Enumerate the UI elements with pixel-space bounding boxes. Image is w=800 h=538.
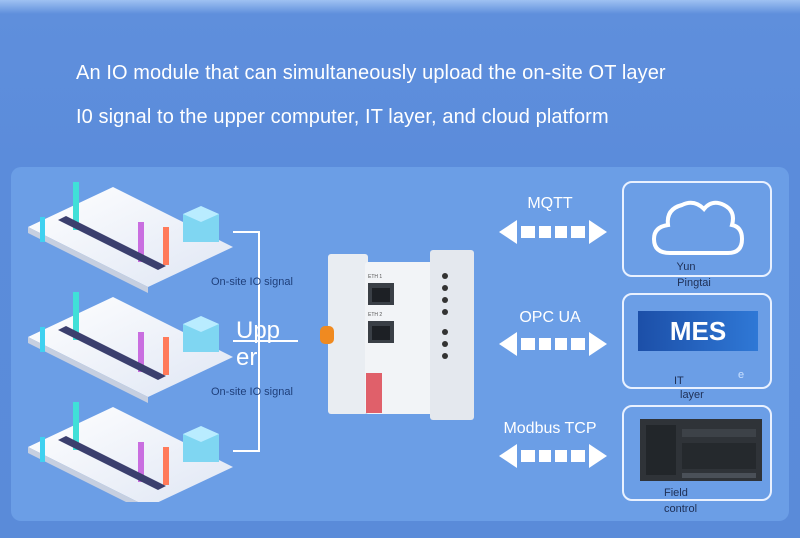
cloud-label-1: Yun xyxy=(676,261,696,273)
factory-scene-2 xyxy=(28,292,233,403)
cloud-icon xyxy=(651,200,745,255)
mes-badge: MES xyxy=(638,311,758,351)
it-label-1: IT xyxy=(674,375,684,387)
double-arrow-icon xyxy=(499,444,607,468)
protocol-mqtt: MQTT xyxy=(527,195,573,212)
eth1-label: ETH 1 xyxy=(368,274,383,280)
headline-line-2: I0 signal to the upper computer, IT laye… xyxy=(76,106,609,128)
factory-scene-1 xyxy=(28,182,233,293)
field-control-card: Field control xyxy=(622,405,772,515)
headline-line-1: An IO module that can simultaneously upl… xyxy=(76,62,666,84)
it-card: MES IT layer e xyxy=(622,293,772,401)
double-arrow-icon xyxy=(499,220,607,244)
field-label-2: control xyxy=(664,503,698,515)
cloud-card: Yun Pingtai xyxy=(622,181,772,289)
protocol-opcua: OPC UA xyxy=(519,309,581,326)
signal-label-top: On-site IO signal xyxy=(211,276,293,288)
wire-bottom xyxy=(233,450,260,452)
eth2-label: ETH 2 xyxy=(368,312,383,318)
factory-illustrations xyxy=(28,182,233,502)
wire-to-device xyxy=(260,340,298,342)
upper-label-1: Upp xyxy=(236,317,281,344)
field-label-1: Field xyxy=(664,487,688,499)
signal-label-bottom: On-site IO signal xyxy=(211,386,293,398)
double-arrow-icon xyxy=(499,332,607,356)
it-label-2: layer xyxy=(680,389,704,401)
cloud-label-2: Pingtai xyxy=(677,277,711,289)
plc-controller-icon xyxy=(640,419,762,481)
protocol-modbus: Modbus TCP xyxy=(503,420,597,437)
upper-label-2: er xyxy=(236,344,258,371)
wire-middle xyxy=(233,340,260,342)
io-module-device: ETH 1 ETH 2 xyxy=(320,248,475,428)
wire-top xyxy=(233,231,260,233)
factory-scene-3 xyxy=(28,402,233,502)
it-label-extra: e xyxy=(738,369,745,381)
